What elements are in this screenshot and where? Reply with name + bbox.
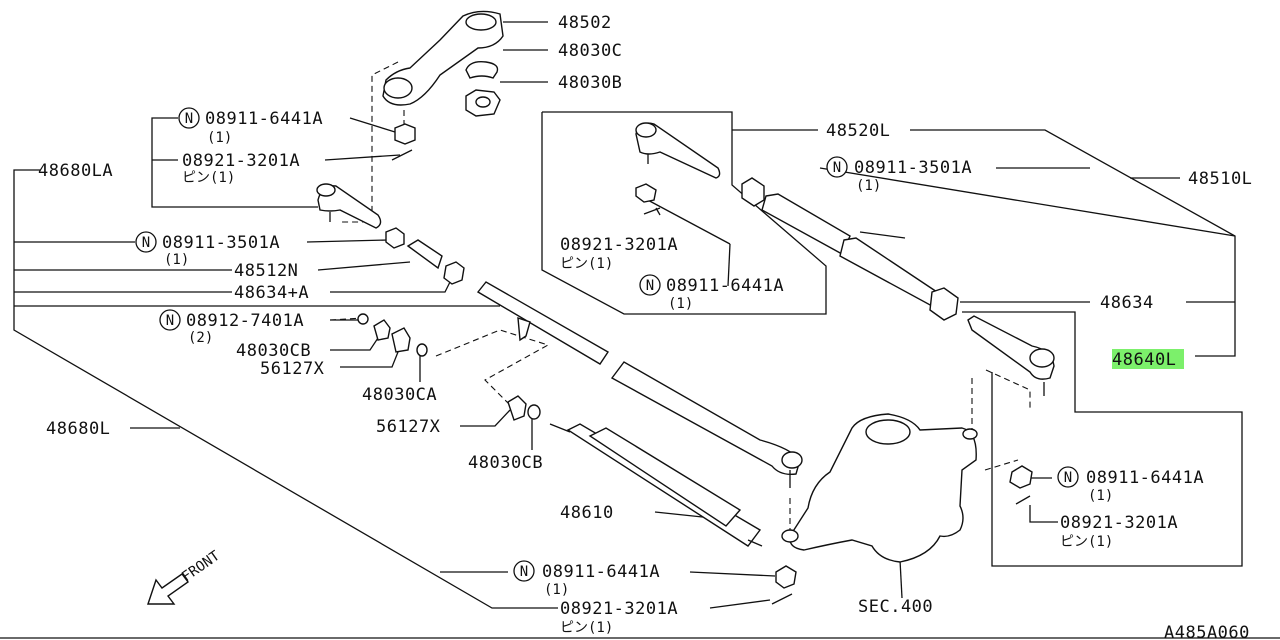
label-sec-400[interactable]: SEC.400 — [858, 597, 933, 617]
label-48030ca[interactable]: 48030CA — [362, 385, 437, 405]
label-qty: (1) — [856, 178, 881, 194]
label-48030b[interactable]: 48030B — [558, 73, 622, 93]
label-08921-3201a-bottom[interactable]: 08921-3201A — [560, 599, 678, 619]
label-48030c[interactable]: 48030C — [558, 41, 622, 61]
label-08921-3201a-top[interactable]: 08921-3201A — [182, 151, 300, 171]
label-48510l[interactable]: 48510L — [1188, 169, 1252, 189]
label-08911-6441a-box[interactable]: 08911-6441A — [666, 276, 784, 296]
label-qty: (1) — [668, 296, 693, 312]
label-pin-qty: ピン(1) — [1060, 534, 1113, 550]
assembly-lines — [329, 61, 1031, 532]
label-08921-3201a-right[interactable]: 08921-3201A — [1060, 513, 1178, 533]
n-callouts: N N N N N N N — [135, 107, 1079, 582]
label-08912-7401a[interactable]: 08912-7401A — [186, 311, 304, 331]
n-symbol-icon — [1057, 466, 1079, 488]
label-48502[interactable]: 48502 — [558, 13, 612, 33]
label-48520l[interactable]: 48520L — [826, 121, 890, 141]
label-08911-6441a-top[interactable]: 08911-6441A — [205, 109, 323, 129]
n-symbol-icon — [639, 274, 661, 296]
label-48030cb-upper[interactable]: 48030CB — [236, 341, 311, 361]
selected-part-highlight — [1112, 349, 1184, 369]
label-08911-3501a-left[interactable]: 08911-3501A — [162, 233, 280, 253]
pitman-arm-part — [382, 10, 504, 106]
svg-text:N: N — [520, 564, 528, 580]
group-boxes — [13, 111, 1243, 567]
steering-knuckle-part — [789, 413, 977, 563]
adjusting-sleeve-part — [761, 193, 851, 255]
svg-text:N: N — [166, 313, 174, 329]
label-48610[interactable]: 48610 — [560, 503, 614, 523]
label-48640l[interactable]: 48640L — [1112, 350, 1176, 370]
label-qty: (1) — [1088, 488, 1113, 504]
label-qty: (1) — [544, 582, 569, 598]
clamp-bolt-part — [406, 239, 443, 270]
part-labels: 48502 48030C 48030B 48520L 48510L 08911-… — [38, 13, 1252, 640]
front-direction: FRONT — [147, 548, 223, 605]
washer-part — [465, 60, 499, 79]
svg-text:N: N — [185, 111, 193, 127]
n-symbol-icon — [159, 309, 181, 331]
label-qty: (2) — [188, 330, 213, 346]
label-48680l[interactable]: 48680L — [46, 419, 110, 439]
label-56127x-lower[interactable]: 56127X — [376, 417, 441, 437]
label-08921-3201a-box[interactable]: 08921-3201A — [560, 235, 678, 255]
svg-text:N: N — [646, 278, 654, 294]
n-symbol-icon — [178, 107, 200, 129]
label-qty: (1) — [164, 252, 189, 268]
label-pin-qty: ピン(1) — [182, 170, 235, 186]
front-label: FRONT — [179, 548, 223, 586]
relay-rod-part — [476, 281, 609, 365]
label-08911-6441a-right[interactable]: 08911-6441A — [1086, 468, 1204, 488]
part-drawings — [316, 10, 1055, 605]
tie-rod-end-right — [967, 315, 1055, 380]
label-56127x-upper[interactable]: 56127X — [260, 359, 325, 379]
n-symbol-icon — [826, 156, 848, 178]
label-pin-qty: ピン(1) — [560, 620, 613, 636]
n-symbol-icon — [135, 231, 157, 253]
label-pin-qty: ピン(1) — [560, 256, 613, 272]
label-48030cb-lower[interactable]: 48030CB — [468, 453, 543, 473]
label-48634a[interactable]: 48634+A — [234, 283, 309, 303]
label-48680la[interactable]: 48680LA — [38, 161, 113, 181]
label-48634[interactable]: 48634 — [1100, 293, 1154, 313]
arrow-down-left-icon — [147, 573, 189, 605]
svg-text:N: N — [1064, 470, 1072, 486]
label-48512n[interactable]: 48512N — [234, 261, 298, 281]
label-08911-3501a-right[interactable]: 08911-3501A — [854, 158, 972, 178]
label-08911-6441a-bottom[interactable]: 08911-6441A — [542, 562, 660, 582]
diagram-reference-code: A485A060 — [1164, 623, 1250, 640]
svg-text:N: N — [833, 160, 841, 176]
n-symbol-icon — [513, 560, 535, 582]
label-qty: (1) — [207, 130, 232, 146]
svg-text:N: N — [142, 235, 150, 251]
